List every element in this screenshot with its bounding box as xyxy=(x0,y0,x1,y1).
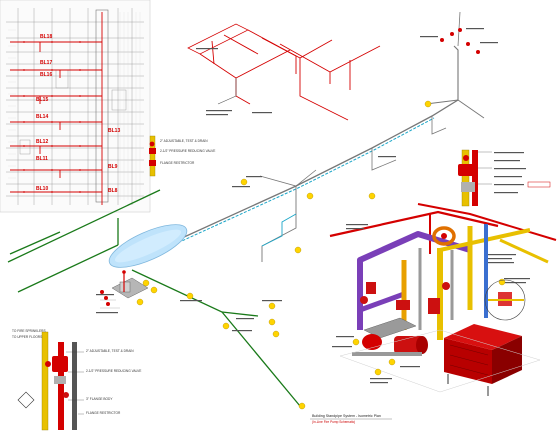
callout: 2" ADJUSTABLE, TEST & DRAIN xyxy=(86,349,134,353)
callout: TO FIRE SPRINKLERS xyxy=(12,329,46,333)
title-line-2: (In-Line Fire Pump Schematic) xyxy=(312,420,355,424)
zone-label: BL9 xyxy=(108,164,118,170)
title-block: Building Standpipe System - Isometric Pl… xyxy=(310,414,392,424)
green-supply-line xyxy=(7,189,301,407)
zone-label: BL18 xyxy=(40,34,52,40)
bottom-left-riser-assembly: TO FIRE SPRINKLERS TO UPPER FLOORS 2" AD… xyxy=(12,329,141,431)
title-line-1: Building Standpipe System - Isometric Pl… xyxy=(312,414,381,418)
riser-callout: 2-1/2" PRESSURE REDUCING VALVE xyxy=(160,149,215,153)
riser-callout: FLANGE RESTRICTOR xyxy=(160,161,195,165)
zone-label: BL13 xyxy=(108,128,120,134)
zone-label: BL8 xyxy=(108,188,118,194)
center-pump-assembly xyxy=(111,270,149,299)
mid-riser-assembly: 2" ADJUSTABLE, TEST & DRAIN 2-1/2" PRESS… xyxy=(149,135,215,177)
zone-label: BL10 xyxy=(36,186,48,192)
upper-branch-network xyxy=(187,23,381,121)
valve-detail-panel xyxy=(448,140,560,210)
zone-label: BL16 xyxy=(40,72,52,78)
main-standpipe-run xyxy=(159,11,485,262)
callout-markers xyxy=(96,28,498,410)
floor-plan-panel: BL18 BL17 BL16 BL15 BL14 BL13 BL12 BL11 … xyxy=(0,0,151,213)
zone-label: BL15 xyxy=(36,97,48,103)
callout: 2-1/2" PRESSURE REDUCING VALVE xyxy=(86,369,141,373)
zone-label: BL14 xyxy=(36,114,48,120)
pump-room-panel xyxy=(329,203,557,396)
zone-label: BL17 xyxy=(40,60,52,66)
zone-label: BL12 xyxy=(36,139,48,145)
floor-plan-heads xyxy=(23,41,81,193)
water-storage-tank xyxy=(108,224,188,268)
floor-plan-hatch xyxy=(8,12,141,200)
callout: FLANGE RESTRICTOR xyxy=(86,411,121,415)
riser-callout: 2" ADJUSTABLE, TEST & DRAIN xyxy=(160,139,208,143)
floor-plan-sprinkler-mains xyxy=(10,12,103,205)
callout: 3" FLANGE BODY xyxy=(86,397,113,401)
callout: TO UPPER FLOORS xyxy=(12,335,42,339)
zone-label: BL11 xyxy=(36,156,48,162)
